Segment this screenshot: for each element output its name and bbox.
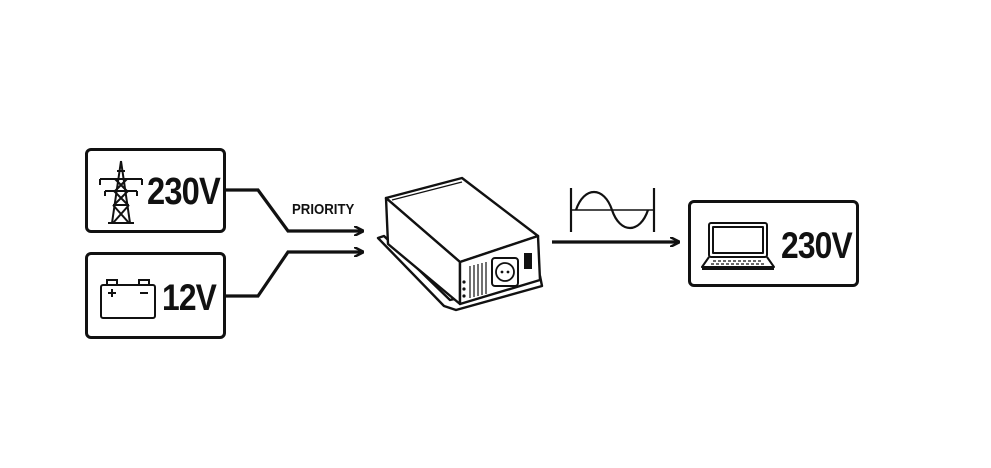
- inverter-charger-icon: [376, 176, 544, 312]
- grid-source-box: 230V: [85, 148, 226, 233]
- sine-wave-icon: [569, 188, 656, 232]
- battery-voltage-label: 12V: [162, 277, 217, 318]
- battery-source-box: 12V: [85, 252, 226, 339]
- grid-voltage-label: 230V: [147, 171, 221, 213]
- output-voltage-label: 230V: [781, 225, 853, 266]
- laptop-icon: [701, 222, 775, 270]
- power-tower-icon: [99, 160, 143, 224]
- battery-to-inverter-arrow: [226, 252, 362, 298]
- grid-to-inverter-arrow: [226, 188, 362, 231]
- car-battery-icon: [100, 279, 156, 319]
- output-load-box: 230V: [688, 200, 859, 287]
- priority-label: PRIORITY: [292, 201, 355, 218]
